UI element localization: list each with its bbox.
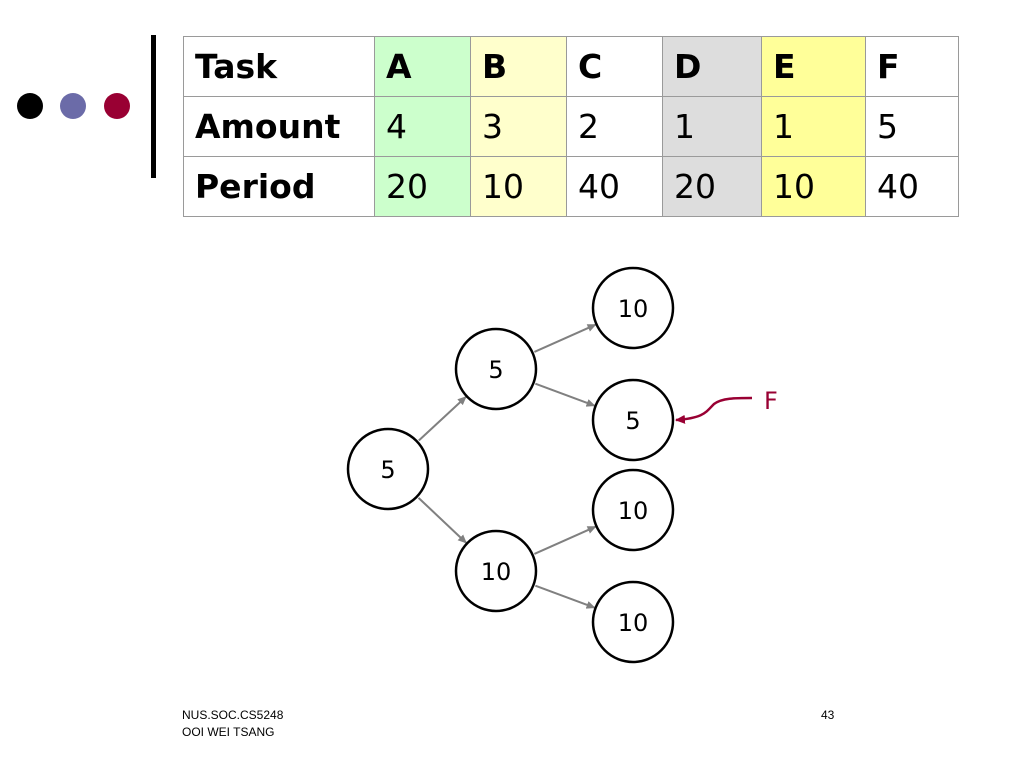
tree-node-lower: 10	[454, 529, 538, 613]
table-cell: D	[662, 36, 762, 97]
table-cell: 10	[470, 156, 567, 217]
table-cell: 1	[662, 96, 762, 157]
tree-edge	[533, 323, 597, 353]
tree-edge	[533, 525, 597, 555]
tree-node-leaf3: 10	[591, 468, 675, 552]
table-cell: 2	[566, 96, 663, 157]
table-cell: 5	[865, 96, 959, 157]
table-cell: 20	[374, 156, 471, 217]
table-cell: F	[865, 36, 959, 97]
tree-node-label: 10	[618, 295, 649, 323]
tree-node-circle	[454, 327, 538, 411]
tree-node-circle	[591, 378, 675, 462]
tree-node-leaf4: 10	[591, 580, 675, 664]
tree-node-label: 10	[618, 497, 649, 525]
bullet-dot-red	[104, 93, 130, 119]
table-cell: C	[566, 36, 663, 97]
tree-node-label: 5	[380, 456, 395, 484]
tree-edge	[418, 396, 467, 442]
table-cell: 10	[761, 156, 866, 217]
tree-node-root: 5	[346, 427, 430, 511]
footer-credit: NUS.SOC.CS5248 OOI WEI TSANG	[182, 707, 283, 741]
tree-node-circle	[591, 468, 675, 552]
table-cell: 40	[865, 156, 959, 217]
tree-edge	[417, 497, 467, 544]
table-cell: A	[374, 36, 471, 97]
tree-node-upper: 5	[454, 327, 538, 411]
tree-node-label: 10	[618, 609, 649, 637]
tree-node-circle	[591, 580, 675, 664]
tree-node-label: 5	[488, 356, 503, 384]
tree-node-label: 5	[625, 407, 640, 435]
table-cell: E	[761, 36, 866, 97]
tree-node-leaf1: 10	[591, 266, 675, 350]
table-cell: 4	[374, 96, 471, 157]
bullet-dot-purple	[60, 93, 86, 119]
tree-edge	[535, 584, 596, 609]
page-number: 43	[821, 708, 835, 722]
footer-author: OOI WEI TSANG	[182, 725, 275, 739]
title-divider	[151, 35, 156, 178]
tree-node-circle	[591, 266, 675, 350]
table-cell: 20	[662, 156, 762, 217]
tree-edge	[535, 382, 596, 407]
bullet-dot-black	[17, 93, 43, 119]
table-cell: 40	[566, 156, 663, 217]
footer-course: NUS.SOC.CS5248	[182, 708, 284, 722]
tree-node-label: 10	[481, 558, 512, 586]
table-cell: 3	[470, 96, 567, 157]
tree-node-circle	[346, 427, 430, 511]
pointer-label: F	[764, 387, 778, 415]
tree-node-leaf2: 5	[591, 378, 675, 462]
pointer-arrow	[675, 396, 753, 424]
table-cell: B	[470, 36, 567, 97]
tree-node-circle	[454, 529, 538, 613]
